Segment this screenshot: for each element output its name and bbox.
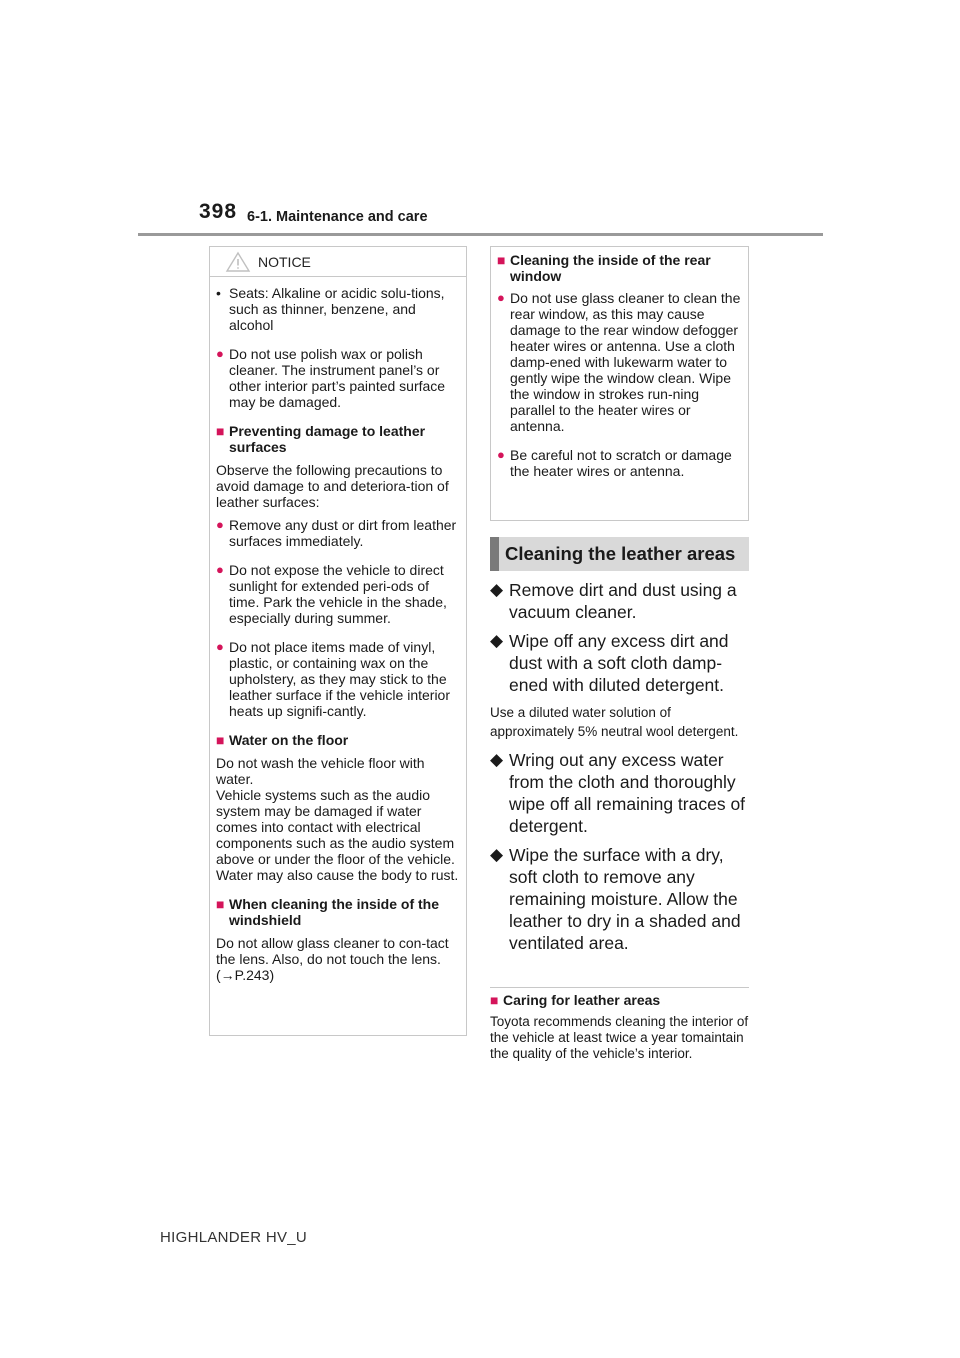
notice-header: NOTICE (210, 247, 466, 277)
page-number: 398 (199, 200, 238, 223)
bullet-dot-icon: ● (497, 447, 505, 462)
diamond-bullet-icon: ◆ (490, 750, 504, 769)
arrow-right-icon: → (220, 967, 235, 983)
rear-window-box: ■ Cleaning the inside of the rear window… (490, 246, 749, 521)
leather-steps: ◆ Remove dirt and dust using a vacuum cl… (490, 579, 752, 961)
bullet-dot-icon: ● (497, 290, 505, 305)
square-bullet-icon: ■ (216, 896, 225, 912)
square-bullet-icon: ■ (216, 732, 225, 748)
notice-box: NOTICE • Seats: Alkaline or acidic solu-… (209, 246, 467, 1036)
notice-body: • Seats: Alkaline or acidic solu-tions, … (210, 277, 466, 983)
water-text-1: Do not wash the vehicle floor with water… (216, 755, 425, 787)
subheading-leather: ■ Preventing damage to leather surfaces (216, 423, 426, 455)
step-item: ◆ Wipe off any excess dirt and dust with… (490, 631, 729, 695)
step-item: ◆ Remove dirt and dust using a vacuum cl… (490, 580, 737, 622)
subheading-water: ■ Water on the floor (216, 732, 349, 748)
diamond-bullet-icon: ◆ (490, 845, 504, 864)
diamond-bullet-icon: ◆ (490, 580, 504, 599)
dash-bullet: • (216, 285, 221, 301)
bullet-dot-icon: ● (216, 639, 224, 654)
list-item: • Seats: Alkaline or acidic solu-tions, … (216, 285, 445, 333)
square-bullet-icon: ■ (497, 252, 506, 268)
section-title: 6-1. Maintenance and care (247, 209, 428, 225)
list-item: ● Do not use polish wax or polish cleane… (216, 346, 446, 410)
list-item: ● Do not use glass cleaner to clean the … (497, 290, 741, 434)
header-rule (138, 233, 823, 236)
divider (490, 987, 749, 988)
list-item: ● Be careful not to scratch or damage th… (497, 447, 732, 479)
leather-intro: Observe the following precautions to avo… (216, 462, 449, 510)
water-text-2: Vehicle systems such as the audio system… (216, 787, 459, 883)
list-item: ● Remove any dust or dirt from leather s… (216, 517, 457, 549)
step-item: ◆ Wring out any excess water from the cl… (490, 750, 746, 836)
warning-triangle-icon (225, 251, 251, 272)
diamond-bullet-icon: ◆ (490, 631, 504, 650)
square-bullet-icon: ■ (490, 992, 499, 1008)
section-heading: Cleaning the leather areas (505, 543, 736, 564)
subheading-windshield: ■ When cleaning the inside of the windsh… (216, 896, 440, 928)
windshield-text: Do not allow glass cleaner to con-tact t… (216, 935, 449, 983)
list-item: ● Do not place items made of vinyl, plas… (216, 639, 450, 719)
page-reference-link[interactable]: P.243) (234, 967, 275, 983)
bullet-dot-icon: ● (216, 346, 224, 361)
subheading-caring: ■ Caring for leather areas (490, 992, 661, 1008)
footer-model: HIGHLANDER HV_U (160, 1229, 308, 1246)
section-heading-bar: Cleaning the leather areas (490, 537, 749, 571)
bullet-dot-icon: ● (216, 562, 224, 577)
bullet-dot-icon: ● (216, 517, 224, 532)
list-item: ● Do not expose the vehicle to direct su… (216, 562, 447, 626)
caring-text: Toyota recommends cleaning the interior … (490, 1014, 749, 1061)
notice-label: NOTICE (258, 254, 311, 270)
subheading-rear-window: ■ Cleaning the inside of the rear window (497, 252, 711, 284)
caring-section: ■ Caring for leather areas Toyota recomm… (490, 992, 752, 1062)
detergent-note: Use a diluted water solution of approxim… (490, 705, 739, 739)
step-item: ◆ Wipe the surface with a dry, soft clot… (490, 845, 741, 953)
square-bullet-icon: ■ (216, 423, 225, 439)
